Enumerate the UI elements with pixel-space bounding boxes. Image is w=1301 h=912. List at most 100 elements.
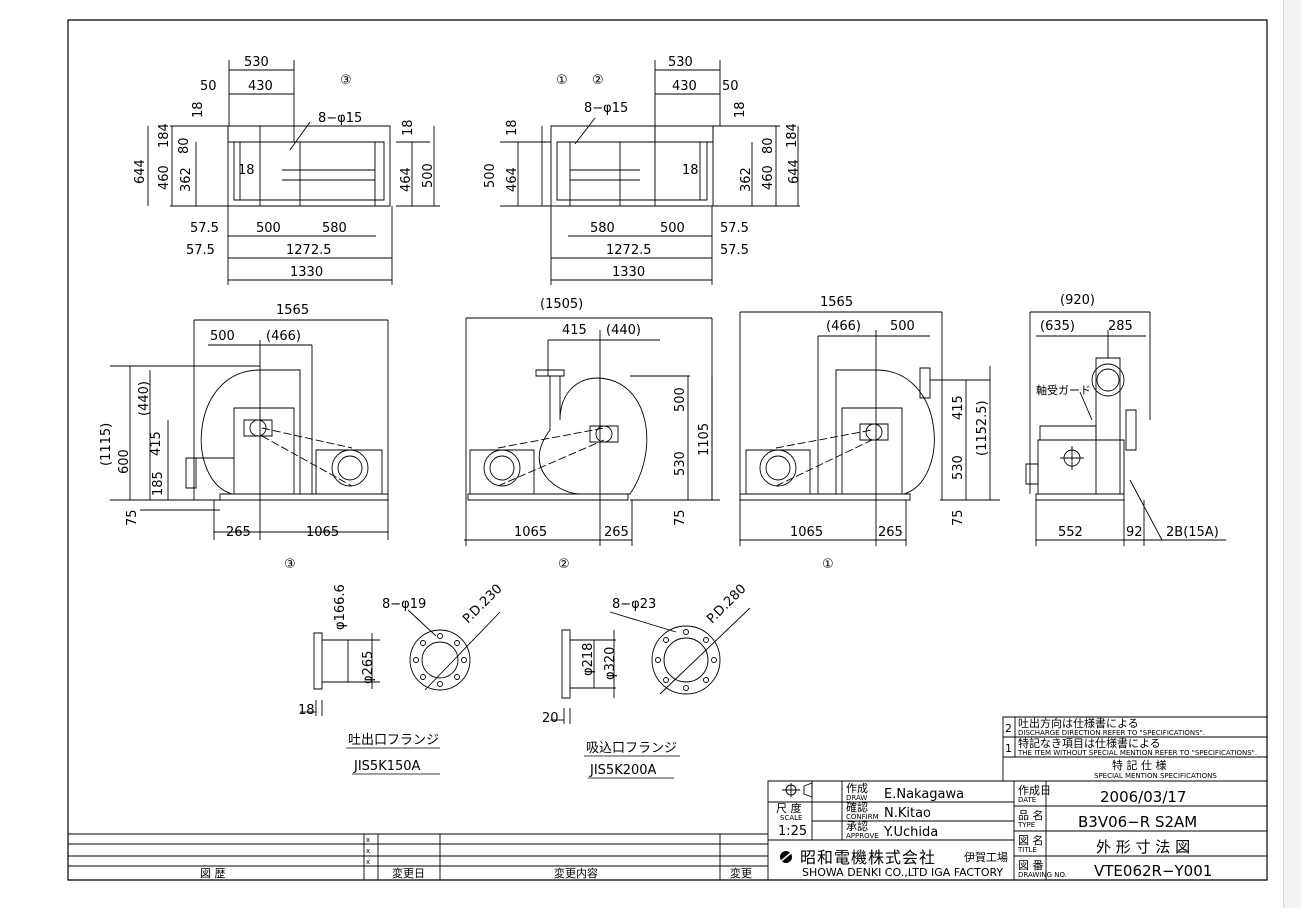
dim-500-right: 500 <box>483 163 498 188</box>
dim-50-left: 50 <box>200 79 217 94</box>
plan-view-left <box>148 60 440 285</box>
dim-580-right: 580 <box>590 221 615 236</box>
company-jp: 昭和電機株式会社 <box>800 848 936 867</box>
rev-history-label: 図 歴 <box>200 867 226 880</box>
title-value: 外 形 寸 法 図 <box>1096 838 1190 856</box>
dim-1115-v3: (1115) <box>99 423 114 466</box>
dim-1272-right: 1272.5 <box>606 243 652 258</box>
draw-jp: 作成 <box>846 782 868 795</box>
check-name: N.Kitao <box>884 806 931 821</box>
dim-362-left: 362 <box>179 167 194 192</box>
company-en: SHOWA DENKI CO.,LTD IGA FACTORY <box>802 866 1003 879</box>
approve-en: APPROVE <box>846 832 879 840</box>
approve-name: Y.Uchida <box>883 825 938 840</box>
note1-jp: 特記なき項目は仕様書による <box>1018 736 1161 750</box>
dim-2b-end: 2B(15A) <box>1166 525 1219 540</box>
dim-57-5a-left: 57.5 <box>190 221 219 236</box>
flange2-d2: φ320 <box>603 647 618 680</box>
flange2-title: 吸込口フランジ <box>586 741 677 756</box>
dim-500-v2: 500 <box>673 387 688 412</box>
rev-mark-3: x <box>366 858 370 866</box>
dim-580-left: 580 <box>322 221 347 236</box>
dim-75-v2: 75 <box>673 509 688 526</box>
dim-464-right: 464 <box>505 167 520 192</box>
dim-1152-v1: (1152.5) <box>975 400 990 456</box>
side-view-3 <box>110 320 388 540</box>
scale-jp: 尺 度 <box>776 801 802 815</box>
dim-440-v2: (440) <box>606 323 641 338</box>
flange2-d1: φ218 <box>581 643 596 676</box>
dim-1330-left: 1330 <box>290 265 323 280</box>
approve-jp: 承認 <box>846 819 868 833</box>
check-jp: 確認 <box>846 800 868 814</box>
vertical-scrollbar[interactable] <box>1283 0 1301 908</box>
dim-464-left: 464 <box>399 167 414 192</box>
view-mark-2-side: ② <box>558 557 570 572</box>
dim-18b-left: 18 <box>238 163 255 178</box>
flange1-d1: φ166.6 <box>333 584 348 630</box>
date-value: 2006/03/17 <box>1100 788 1186 806</box>
rev-mark-1: x <box>366 836 370 844</box>
title-en: TITLE <box>1017 846 1037 854</box>
rev-col-change: 変更 <box>730 866 752 880</box>
flange2-thk: 20 <box>542 711 559 726</box>
dim-500-left: 500 <box>421 163 436 188</box>
view-mark-1-top: ① <box>556 73 568 88</box>
rev-col-date: 変更日 <box>392 866 425 880</box>
dwg-en: DRAWING NO. <box>1018 871 1067 879</box>
dim-80-right: 80 <box>761 137 776 154</box>
dim-185-v3: 185 <box>151 471 166 496</box>
dim-265-v3: 265 <box>226 525 251 540</box>
dim-635-end: (635) <box>1040 319 1075 334</box>
notes-title-jp: 特 記 仕 様 <box>1112 758 1167 772</box>
dim-415-v3: 415 <box>149 431 164 456</box>
flange2-std: JIS5K200A <box>589 763 657 778</box>
dim-57-5b-left: 57.5 <box>186 243 215 258</box>
dim-500b-left: 500 <box>256 221 281 236</box>
dim-1065-v1: 1065 <box>790 525 823 540</box>
dim-184-left: 184 <box>157 123 172 148</box>
check-en: CONFIRM <box>846 813 879 821</box>
dim-552-end: 552 <box>1058 525 1083 540</box>
dim-57-5b-right: 57.5 <box>720 243 749 258</box>
dim-80-left: 80 <box>177 137 192 154</box>
drawing-border <box>68 20 1267 880</box>
note2-no: 2 <box>1005 722 1012 735</box>
dim-57-5a-right: 57.5 <box>720 221 749 236</box>
dim-18c-right: 18 <box>505 119 520 136</box>
company-logo <box>780 851 792 863</box>
suction-flange <box>550 608 750 724</box>
dim-1565-v1: 1565 <box>820 295 853 310</box>
flange1-pd: P.D.230 <box>460 582 505 627</box>
dim-holes-right: 8−φ15 <box>584 101 628 116</box>
dim-415-v2: 415 <box>562 323 587 338</box>
dim-18-left: 18 <box>191 101 206 118</box>
notes-title-en: SPECIAL MENTION SPECIFICATIONS <box>1094 772 1217 780</box>
flange1-title: 吐出口フランジ <box>348 733 439 748</box>
side-view-1 <box>740 312 1000 546</box>
dim-1065-v2: 1065 <box>514 525 547 540</box>
plan-view-right <box>500 60 800 285</box>
dim-1565-v3: 1565 <box>276 303 309 318</box>
dim-530-v1: 530 <box>951 455 966 480</box>
dim-1330-right: 1330 <box>612 265 645 280</box>
dim-430-right: 430 <box>672 79 697 94</box>
view-mark-2-top: ② <box>592 73 604 88</box>
dim-18-right: 18 <box>733 101 748 118</box>
dim-184-right: 184 <box>785 123 800 148</box>
dim-644-right: 644 <box>787 159 802 184</box>
scale-en: SCALE <box>780 814 802 822</box>
dim-1505-v2: (1505) <box>540 297 583 312</box>
date-jp: 作成日 <box>1018 784 1051 797</box>
dim-265-v2: 265 <box>604 525 629 540</box>
revision-table <box>68 834 768 880</box>
note1-en: THE ITEM WITHOUT SPECIAL MENTION REFER T… <box>1017 749 1257 757</box>
note1-no: 1 <box>1005 742 1012 755</box>
flange1-std: JIS5K150A <box>353 759 421 774</box>
dim-600-v3: 600 <box>117 449 132 474</box>
note2-jp: 吐出方向は仕様書による <box>1018 716 1139 730</box>
flange1-holes: 8−φ19 <box>382 597 426 612</box>
type-en: TYPE <box>1017 821 1035 829</box>
dim-920-end: (920) <box>1060 293 1095 308</box>
